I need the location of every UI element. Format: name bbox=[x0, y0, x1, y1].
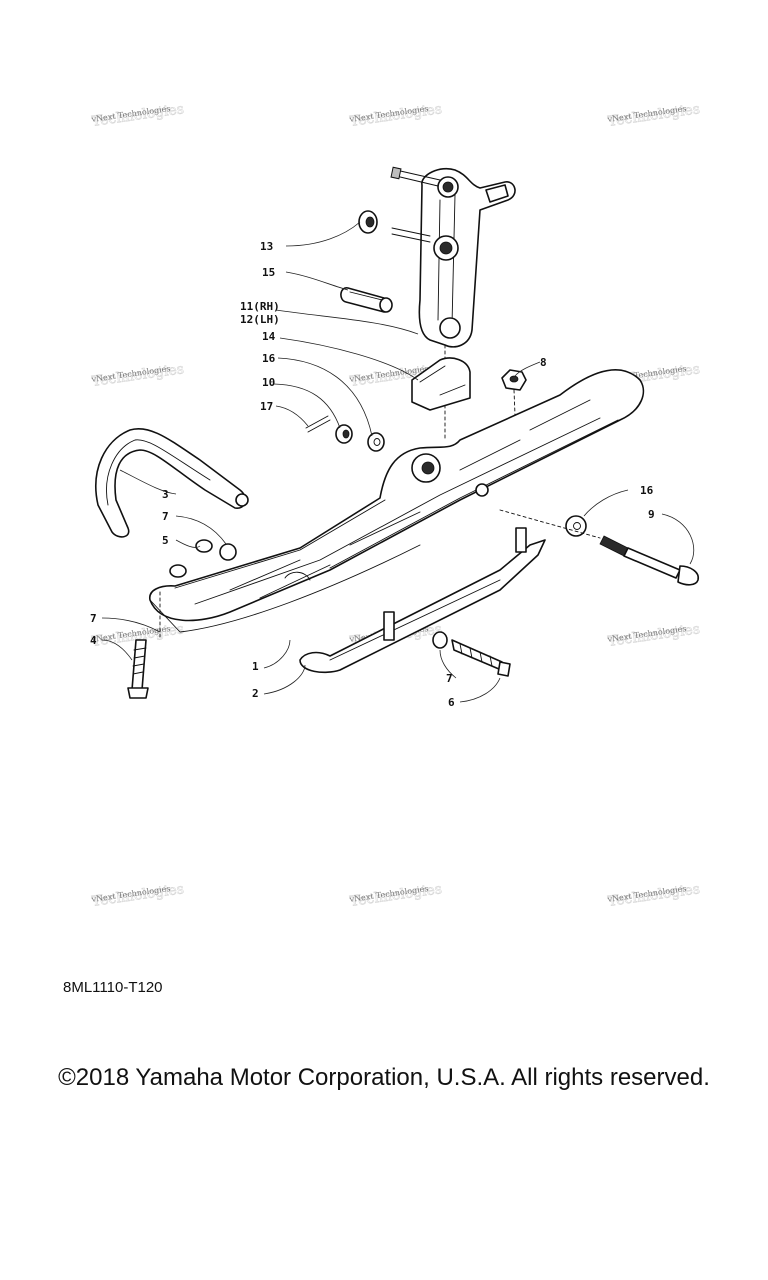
handle-part bbox=[95, 428, 249, 538]
callout-label: 4 bbox=[90, 634, 97, 647]
cotter-pin-part bbox=[305, 415, 331, 433]
watermark: Technologies vNext Technologies bbox=[606, 101, 701, 130]
wear-bar-part bbox=[299, 527, 546, 674]
callout-label: 11(RH) bbox=[240, 300, 280, 313]
callout-label: 13 bbox=[260, 240, 273, 253]
callout-label: 9 bbox=[648, 508, 655, 521]
watermark: Technologies vNext Technologies bbox=[348, 101, 443, 130]
watermark: Technologies vNext Technologies bbox=[606, 881, 701, 910]
callout-label: 10 bbox=[262, 376, 275, 389]
main-bolt-part bbox=[499, 509, 700, 586]
parts-layer bbox=[95, 166, 700, 699]
callout-label: 6 bbox=[448, 696, 455, 709]
saddle-part bbox=[411, 357, 471, 411]
callout-label: 5 bbox=[162, 534, 169, 547]
callout-label: 2 bbox=[252, 687, 259, 700]
washer-part bbox=[367, 432, 385, 452]
front-nut-part bbox=[169, 539, 237, 578]
callout-label: 3 bbox=[162, 488, 169, 501]
diagram-code: 8ML1110-T120 bbox=[63, 979, 163, 996]
watermark: Technologies vNext Technologies bbox=[90, 101, 185, 130]
front-bolt-part bbox=[127, 591, 161, 699]
watermark: Technologies vNext Technologies bbox=[90, 881, 185, 910]
callout-label: 12(LH) bbox=[240, 313, 280, 326]
callout-label: 7 bbox=[90, 612, 97, 625]
ski-part bbox=[149, 369, 645, 633]
callout-label: 16 bbox=[262, 352, 276, 365]
callout-label: 15 bbox=[262, 266, 275, 279]
watermark: Technologies vNext Technologies bbox=[606, 621, 701, 650]
callout-label: 8 bbox=[540, 356, 547, 369]
callout-labels: 1 2 3 4 5 6 7 7 7 8 9 10 11(RH) 12(LH) 1… bbox=[90, 240, 655, 709]
callout-label: 14 bbox=[262, 330, 276, 343]
bushing-part bbox=[358, 210, 378, 234]
callout-label: 1 bbox=[252, 660, 259, 673]
callout-label: 17 bbox=[260, 400, 273, 413]
spindle-part bbox=[390, 166, 516, 441]
callout-label: 16 bbox=[640, 484, 654, 497]
copyright-notice: ©2018 Yamaha Motor Corporation, U.S.A. A… bbox=[58, 1064, 710, 1091]
leader-lines bbox=[101, 221, 695, 703]
callout-label: 7 bbox=[446, 672, 453, 685]
callout-label: 7 bbox=[162, 510, 169, 523]
sleeve-part bbox=[340, 287, 393, 313]
watermark: Technologies vNext Technologies bbox=[348, 881, 443, 910]
watermark: Technologies vNext Technologies bbox=[90, 361, 185, 390]
castle-nut-part bbox=[335, 424, 353, 444]
rear-bolt-part bbox=[432, 631, 511, 677]
